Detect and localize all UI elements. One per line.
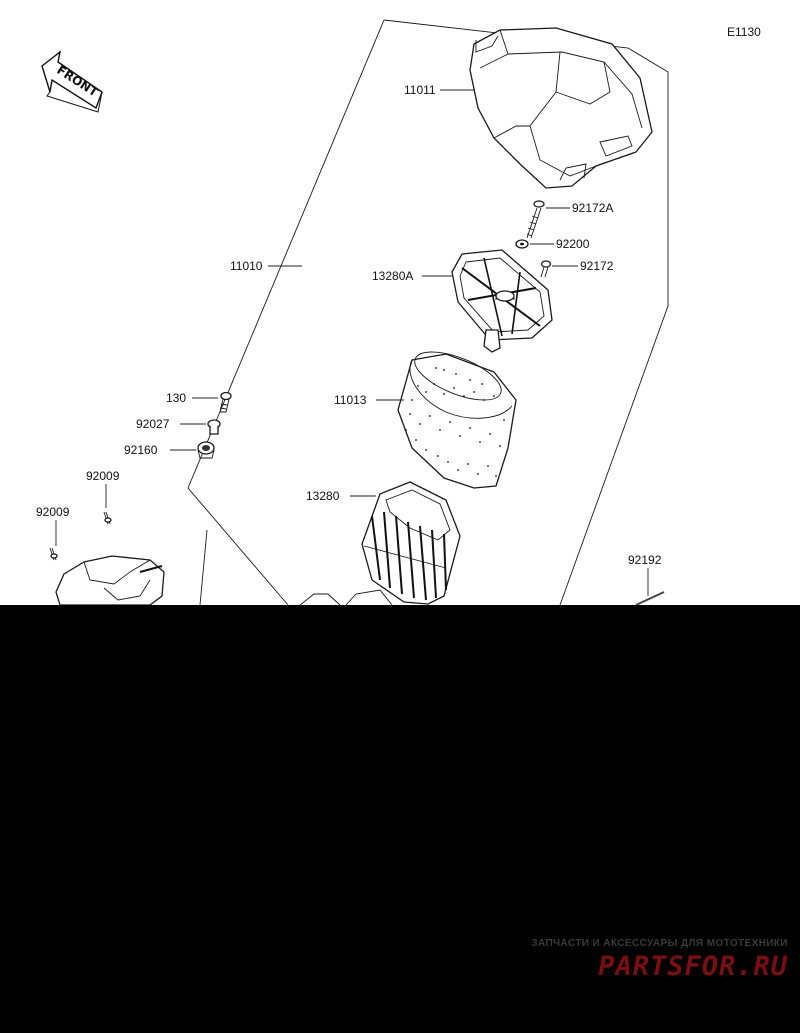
- air-cleaner-cover-11011: [469, 27, 653, 189]
- pin-92192-icon: [635, 591, 665, 606]
- holder-13280: [361, 481, 461, 605]
- label-92172A: 92172A: [572, 201, 613, 215]
- label-92160: 92160: [124, 443, 158, 457]
- label-13280A: 13280A: [372, 269, 413, 283]
- screw-92172A-icon: [526, 200, 545, 239]
- bolt-130-icon: [219, 391, 232, 413]
- diagram-code: E1130: [727, 25, 761, 39]
- label-92009-b: 92009: [36, 505, 70, 519]
- watermark-brand-logo: PARTSFOR.RU: [598, 951, 788, 982]
- label-13280: 13280: [306, 489, 340, 503]
- part-fragment-center-2: [345, 589, 393, 606]
- label-92200: 92200: [556, 237, 590, 251]
- label-92172: 92172: [580, 259, 614, 273]
- collar-92027-icon: [207, 419, 221, 435]
- label-130: 130: [166, 391, 186, 405]
- air-filter-element-11013: [397, 351, 517, 489]
- screw-92009b-icon: [49, 547, 58, 561]
- screw-92172-icon: [540, 260, 552, 278]
- screw-92009a-icon: [103, 511, 112, 525]
- air-box-housing-fragment: [55, 555, 165, 606]
- watermark-tagline: ЗАПЧАСТИ И АКСЕССУАРЫ ДЛЯ МОТОТЕХНИКИ: [531, 938, 788, 949]
- watermark: ЗАПЧАСТИ И АКСЕССУАРЫ ДЛЯ МОТОТЕХНИКИ PA…: [488, 938, 788, 984]
- blacked-out-region: [0, 605, 800, 1033]
- label-92192: 92192: [628, 553, 662, 567]
- front-arrow-icon: FRONT: [41, 50, 103, 113]
- label-92009-a: 92009: [86, 469, 120, 483]
- washer-92200-icon: [515, 239, 529, 249]
- label-11011: 11011: [404, 83, 436, 97]
- part-fragment-center: [299, 593, 341, 606]
- label-92027: 92027: [136, 417, 170, 431]
- label-11013: 11013: [334, 393, 367, 407]
- damper-92160-icon: [197, 441, 215, 459]
- label-11010: 11010: [230, 259, 263, 273]
- holder-13280A: [451, 249, 553, 353]
